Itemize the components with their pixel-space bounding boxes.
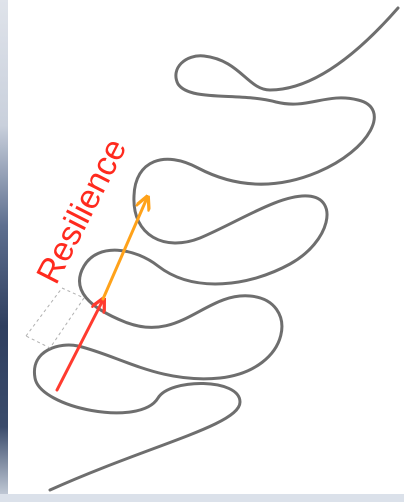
orange-arrow — [101, 198, 147, 301]
left-background-strip — [0, 0, 8, 502]
dashed-bracket — [25, 287, 85, 349]
looping-curve — [33, 6, 400, 492]
red-arrow — [55, 300, 103, 392]
bottom-bar — [0, 494, 404, 502]
